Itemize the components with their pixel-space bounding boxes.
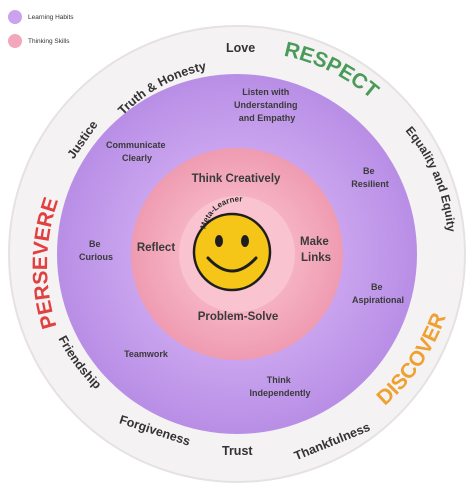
habit-resilient: Be Resilient <box>351 166 389 189</box>
habit-communicate: Communicate Clearly <box>106 140 168 163</box>
smiley-left-eye <box>215 235 223 247</box>
legend-dot-thinking-skills <box>8 34 22 48</box>
legend-dot-learning-habits <box>8 10 22 24</box>
habit-teamwork: Teamwork <box>124 349 169 359</box>
skill-make-links: Make Links <box>300 236 332 264</box>
legend: Learning Habits Thinking Skills <box>8 10 74 58</box>
legend-item-learning-habits: Learning Habits <box>8 10 74 24</box>
habit-curious: Be Curious <box>79 239 113 262</box>
value-trust: Trust <box>222 444 253 458</box>
smiley-face-icon <box>192 212 272 292</box>
value-love: Love <box>226 41 255 55</box>
legend-label: Learning Habits <box>28 13 74 21</box>
habit-independently: Think Independently <box>249 375 310 398</box>
legend-label: Thinking Skills <box>28 37 70 45</box>
habit-listen: Listen with Understanding and Empathy <box>234 87 300 123</box>
skill-reflect: Reflect <box>137 242 176 254</box>
skill-problem-solve: Problem-Solve <box>198 311 279 323</box>
habit-aspirational: Be Aspirational <box>352 282 404 305</box>
skill-think-creatively: Think Creatively <box>192 173 281 185</box>
smiley-right-eye <box>241 235 249 247</box>
smiley-mouth <box>206 256 258 273</box>
legend-item-thinking-skills: Thinking Skills <box>8 34 74 48</box>
